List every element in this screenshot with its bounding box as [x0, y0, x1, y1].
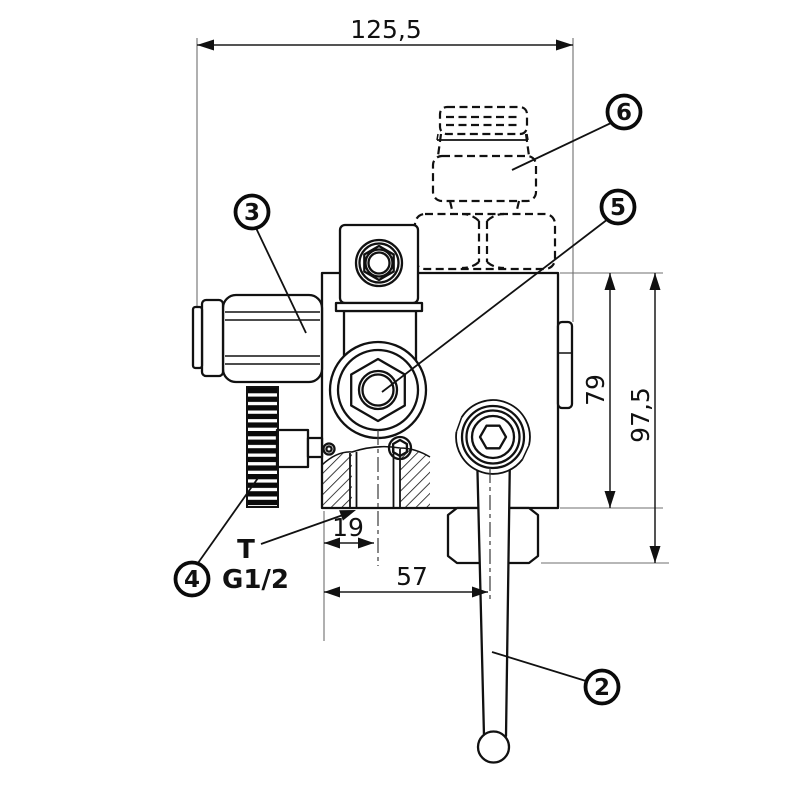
- dim-body-height-label: 79: [581, 374, 610, 406]
- callout-lever-number: 2: [594, 675, 610, 701]
- callout-knob: 4: [173, 560, 211, 598]
- dim-width-label: 125,5: [350, 15, 422, 44]
- callout-cartridge: 3: [233, 193, 271, 231]
- set-pin: [322, 442, 336, 456]
- callout-plug-number: 5: [610, 195, 626, 221]
- callout-knob-number: 4: [184, 567, 200, 593]
- callout-leaders: [197, 122, 612, 682]
- dimension-overall-width: 125,5: [196, 15, 574, 322]
- callout-coupling: 6: [605, 93, 643, 131]
- thread-g12-label: G1/2: [222, 565, 289, 595]
- dimension-port-offset: 19: [323, 511, 374, 641]
- dimension-lever-offset: 57: [324, 562, 488, 598]
- dimension-total-height: 97,5: [541, 273, 669, 564]
- cartridge-valve: [191, 293, 324, 384]
- coupling-dashed-outline: [413, 105, 557, 271]
- hex-plug-boss: [328, 340, 428, 440]
- solenoid-valve: [334, 223, 424, 368]
- callout-cartridge-number: 3: [244, 200, 260, 226]
- dimension-body-height: 79: [560, 272, 663, 509]
- callout-coupling-number: 6: [616, 100, 632, 126]
- port-t-label: T: [237, 535, 255, 565]
- callout-plug: 5: [599, 188, 637, 226]
- right-port-boss: [556, 320, 574, 410]
- port-label-group: T G1/2: [222, 510, 356, 595]
- lever-joint: [455, 399, 531, 475]
- port-section-cut: [321, 445, 431, 507]
- dim-lever-offset-label: 57: [396, 562, 428, 591]
- dim-total-height-label: 97,5: [626, 387, 655, 443]
- knurled-knob: [246, 386, 324, 508]
- lever-ball: [476, 730, 511, 764]
- callout-lever: 2: [583, 668, 621, 706]
